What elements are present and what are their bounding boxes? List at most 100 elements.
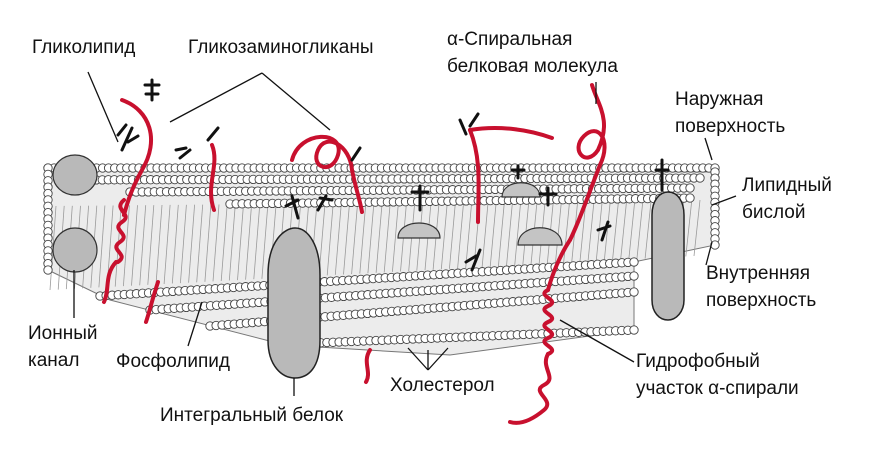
label-glycolipid: Гликолипид [32, 37, 136, 58]
lipid-tail [343, 203, 350, 275]
label-ion-channel-line1: Ионный [28, 323, 98, 344]
lipid-tail [481, 201, 489, 268]
carbohydrate-2 [116, 123, 140, 152]
leader-gag-right [261, 72, 331, 131]
lipid-tail [139, 205, 147, 286]
carbohydrate-14 [350, 146, 362, 162]
lipid-tail [603, 200, 611, 261]
leader-chol-1 [407, 347, 429, 371]
leader-inner [705, 241, 713, 266]
label-cholesterol: Холестерол [390, 375, 495, 396]
carbohydrate-3 [174, 146, 192, 160]
label-ion-channel-line2: канал [28, 350, 80, 371]
lipid-tail [620, 200, 627, 260]
lipid-tail [253, 204, 261, 280]
lipid-tail [155, 204, 163, 285]
label-inner-surface-line1: Внутренняя [706, 263, 811, 284]
lipid-tail [449, 202, 456, 269]
peripheral-protein-1 [397, 222, 441, 239]
phospholipid-head [695, 173, 705, 183]
lipid-tail [489, 201, 497, 267]
leader-glycolipid [87, 71, 119, 143]
leader-chol-3 [427, 347, 449, 371]
label-alpha-helix-line2: белковая молекула [447, 56, 618, 77]
phospholipid-head [629, 257, 639, 267]
phospholipid-head [629, 271, 639, 281]
lipid-tail [212, 204, 220, 282]
lipid-tail [375, 202, 383, 273]
lipid-tail [359, 203, 367, 274]
lipid-tail [383, 202, 391, 273]
gag-chain-1 [209, 143, 217, 212]
leader-gag-left [169, 72, 263, 123]
label-inner-surface: Внутренняя поверхность [706, 262, 816, 311]
lipid-tail [555, 201, 562, 264]
lipid-tail [228, 204, 236, 281]
label-hydrophobic-line2: участок α-спирали [636, 378, 799, 399]
right-integral-protein [651, 191, 685, 321]
lipid-tail [171, 204, 179, 284]
label-outer-surface: Наружная поверхность [675, 88, 785, 137]
ion-channel-top [52, 154, 98, 196]
label-alpha-helix: α-Спиральная белковая молекула [447, 28, 618, 77]
lipid-tail [685, 200, 693, 257]
gag-chain-2 [144, 280, 160, 324]
leader-hydrophobic [559, 319, 635, 363]
phospholipid-head [685, 193, 695, 203]
lipid-tail [579, 201, 587, 263]
lipid-tail [612, 200, 619, 261]
carbohydrate-1 [143, 78, 161, 102]
alpha-helix-bottom [508, 352, 552, 425]
glycolipid-chain [120, 98, 153, 217]
lower-red-strand [364, 348, 372, 384]
lipid-tail [465, 202, 473, 269]
phospholipid-heads-edge [43, 163, 720, 275]
lipid-tail [237, 204, 244, 281]
carbohydrate-6 [316, 194, 334, 212]
lipid-tail [261, 203, 269, 279]
glycolipid-chain-lower [102, 260, 118, 304]
alpha-helix-chain-top [468, 126, 554, 140]
lipid-tail [180, 204, 187, 284]
lipid-tail [457, 202, 464, 269]
carbohydrate-9 [510, 164, 526, 180]
carbohydrate-13 [654, 158, 670, 192]
lipid-tail [131, 205, 138, 286]
label-outer-surface-line2: поверхность [675, 116, 786, 137]
lipid-tail [98, 205, 106, 288]
leader-lipid [711, 195, 737, 206]
lipid-tail [498, 201, 505, 267]
carbohydrate-4 [206, 126, 220, 142]
leader-phospholipid [187, 301, 203, 347]
lipid-tail [506, 201, 513, 266]
label-glycosaminoglycans: Гликозаминогликаны [188, 37, 374, 58]
lipid-tail [644, 200, 652, 259]
carbohydrate-7 [410, 184, 430, 212]
lipid-tail [392, 202, 399, 272]
label-hydrophobic-line1: Гидрофобный [636, 351, 760, 372]
label-alpha-helix-line1: α-Спиральная [447, 29, 573, 50]
carbohydrate-11 [464, 248, 482, 272]
carbohydrate-5 [284, 194, 300, 220]
alpha-helix-left [114, 198, 128, 264]
label-ion-channel: Ионный канал [28, 322, 98, 371]
label-lipid-bilayer: Липидный бислой [742, 174, 832, 223]
lipid-tail [351, 203, 358, 275]
label-lipid-bilayer-line1: Липидный [742, 175, 832, 196]
lipid-tail [693, 199, 701, 257]
peripheral-protein-3 [517, 227, 563, 246]
label-integral-protein: Интегральный белок [160, 405, 344, 426]
lipid-tail [147, 205, 155, 285]
lipid-tail [334, 203, 342, 275]
lipid-tail [440, 202, 448, 270]
alpha-helix-coil [542, 288, 555, 356]
lipid-tail [587, 200, 595, 262]
lipid-tail [628, 200, 636, 260]
lipid-tail [636, 200, 644, 260]
lipid-tail [123, 205, 130, 287]
peripheral-protein-2 [501, 182, 541, 198]
label-phospholipid: Фосфолипид [116, 351, 230, 372]
lipid-tail [163, 204, 171, 285]
lipid-tail [220, 204, 228, 282]
